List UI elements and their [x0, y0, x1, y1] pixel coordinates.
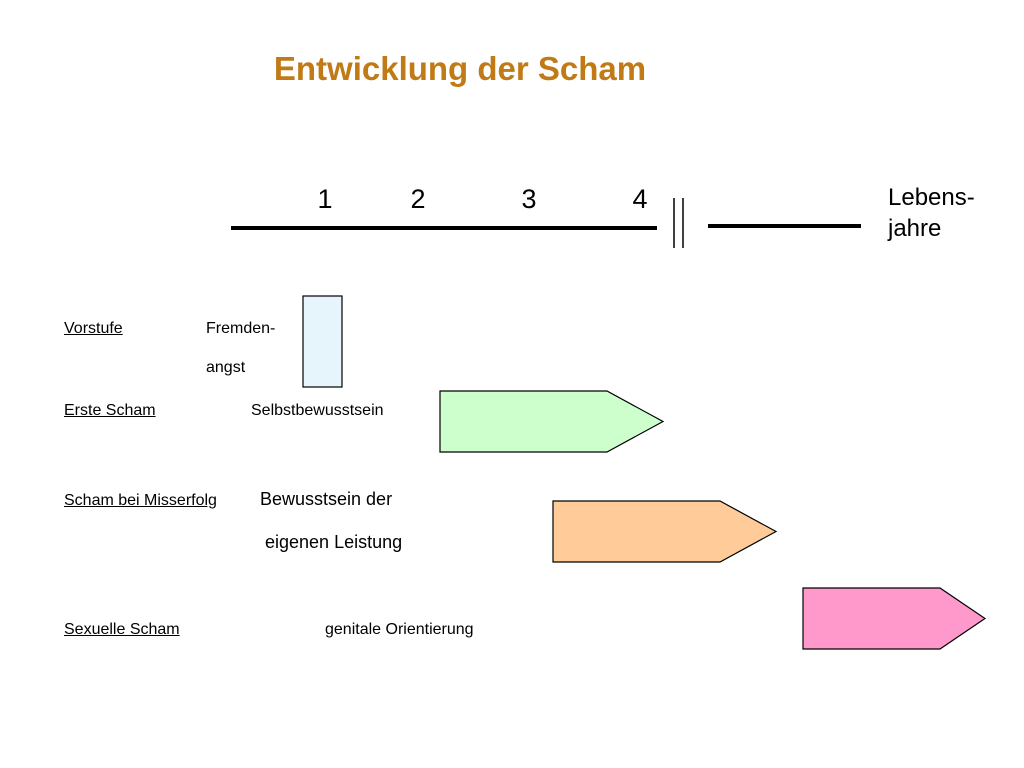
timeline-tick-2: 2 — [410, 184, 426, 214]
stage-label-scham-bei-misserfolg: Scham bei Misserfolg — [64, 492, 217, 509]
stage-bar-vorstufe — [302, 295, 343, 388]
page-title: Entwicklung der Scham — [273, 50, 647, 87]
stage-label-erste-scham: Erste Scham — [64, 402, 156, 419]
stage-desc-vorstufe-line-1: Fremden- — [206, 320, 276, 337]
stage-label-sexuelle-scham: Sexuelle Scham — [64, 621, 180, 638]
stage-label-vorstufe: Vorstufe — [64, 320, 123, 337]
timeline-tick-3: 3 — [521, 184, 537, 214]
stage-arrow-erste-scham — [439, 390, 665, 453]
axis-unit-label: Lebens- jahre — [888, 182, 975, 244]
stage-desc-erste-scham: Selbstbewusstsein — [251, 402, 384, 419]
stage-desc-misserfolg-line-2: eigenen Leistung — [265, 532, 403, 552]
timeline-tick-4: 4 — [632, 184, 648, 214]
stage-desc-sexuelle-scham: genitale Orientierung — [325, 621, 474, 638]
stage-desc-vorstufe-line-2: angst — [206, 359, 246, 376]
stage-arrow-scham-bei-misserfolg — [552, 500, 778, 563]
stage-desc-misserfolg-line-1: Bewusstsein der — [260, 489, 393, 509]
timeline-tick-1: 1 — [317, 184, 333, 214]
axis-unit-line-2: jahre — [888, 215, 942, 242]
stage-arrow-sexuelle-scham — [802, 587, 987, 650]
axis-unit-line-1: Lebens- — [888, 184, 975, 211]
